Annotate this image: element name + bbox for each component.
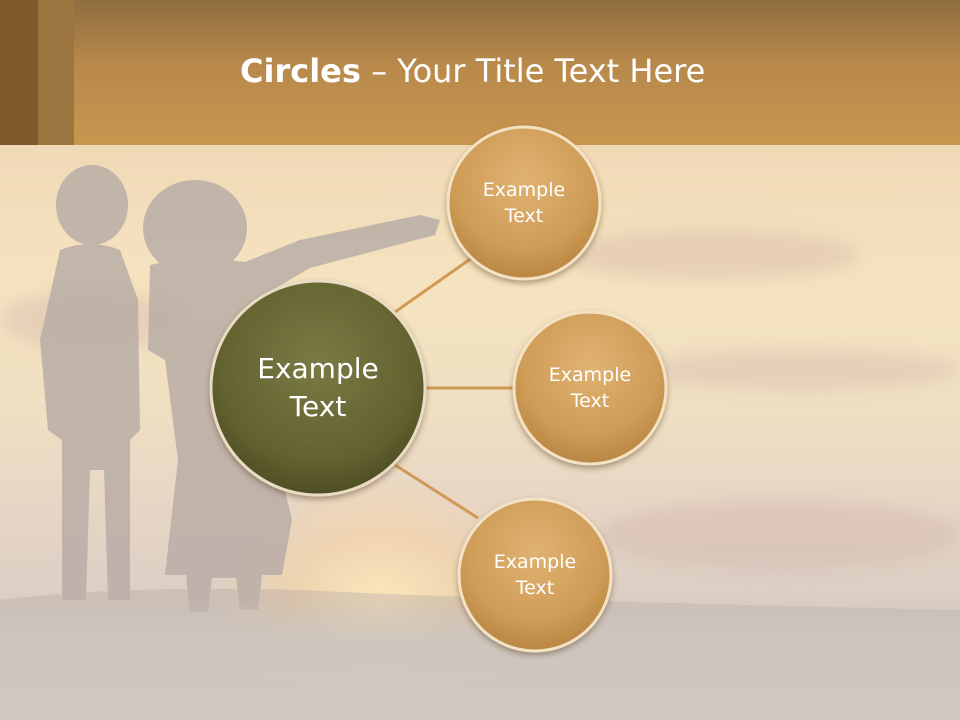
center-line-1: Example [257, 352, 379, 386]
node-2-line-1: Example [548, 364, 632, 387]
title-bold: Circles [240, 52, 361, 90]
node-1-line-2: Text [504, 205, 544, 227]
header-accent-block [38, 0, 74, 145]
cloud [560, 230, 860, 280]
node-circle-2[interactable] [512, 310, 668, 466]
node-1-line-1: Example [482, 179, 566, 202]
title-rest: Your Title Text Here [397, 52, 706, 90]
node-circle-1[interactable] [446, 125, 602, 281]
connector-line [394, 463, 479, 520]
center-circle[interactable] [209, 279, 427, 497]
cloud [600, 500, 960, 570]
header-bar [0, 0, 960, 145]
center-circle-label: Example Text [218, 340, 418, 436]
node-circle-3[interactable] [457, 497, 613, 653]
header-accent-block [0, 0, 38, 145]
node-2-line-2: Text [570, 390, 610, 412]
slide-title[interactable]: Circles – Your Title Text Here [240, 52, 705, 90]
cloud [640, 350, 960, 390]
center-line-2: Text [289, 390, 347, 423]
node-2-label: Example Text [530, 360, 650, 418]
title-dash: – [360, 52, 398, 90]
node-3-label: Example Text [475, 547, 595, 605]
node-1-label: Example Text [464, 175, 584, 233]
node-3-line-2: Text [515, 577, 555, 599]
node-3-line-1: Example [493, 551, 577, 574]
connector-line [394, 253, 477, 314]
